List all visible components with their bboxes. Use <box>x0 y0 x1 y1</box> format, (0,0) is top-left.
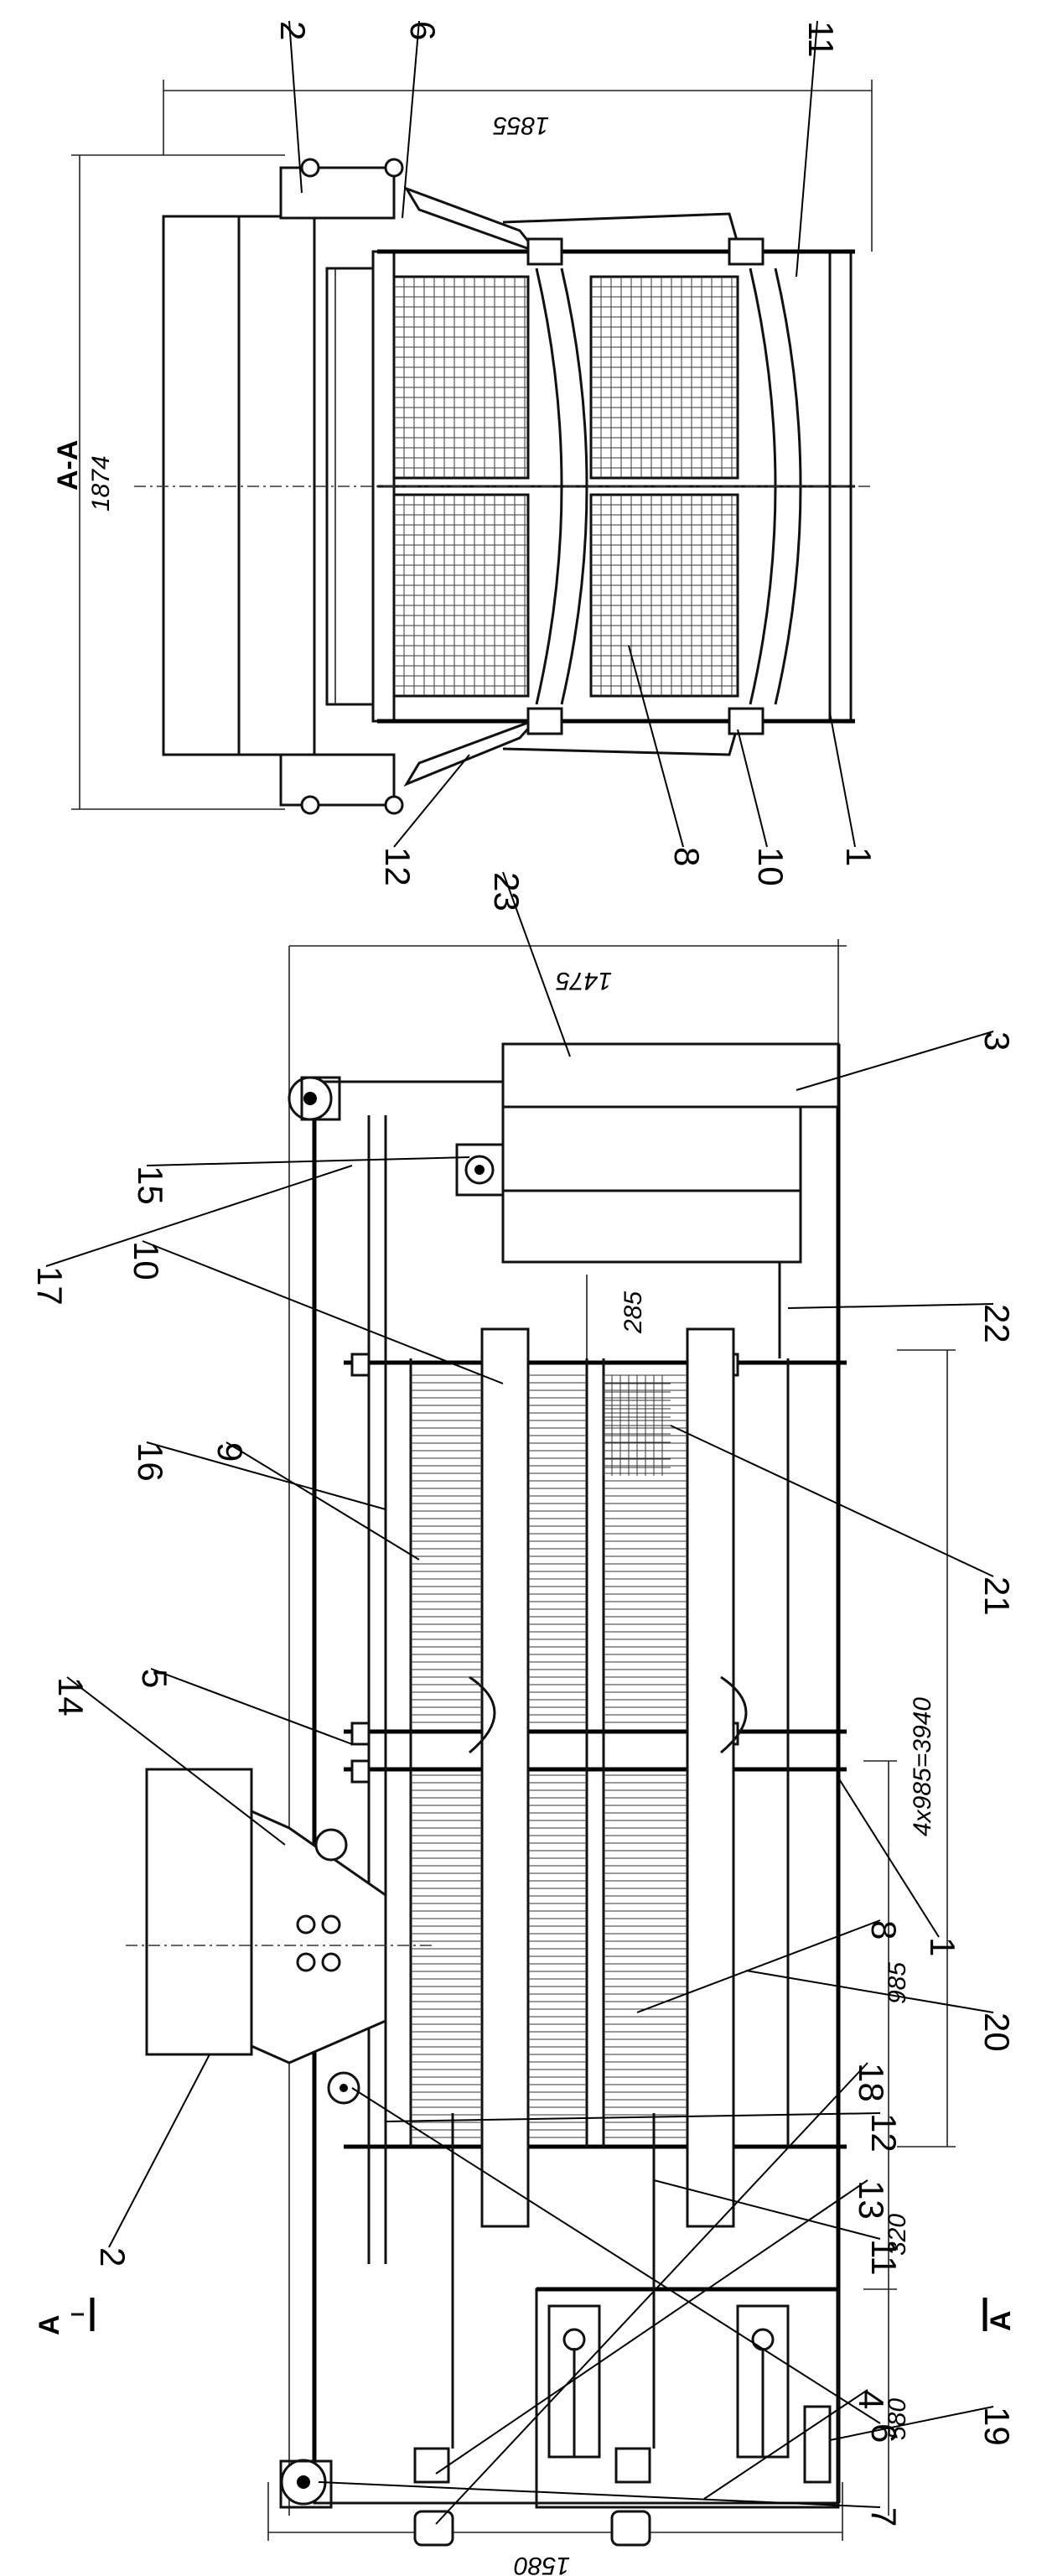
callout-19: 19 <box>977 2407 1017 2446</box>
unit-3 <box>501 1101 802 1264</box>
callout-23: 23 <box>487 872 526 911</box>
dim-side-length: 1855 <box>493 112 549 139</box>
callout-15: 15 <box>131 1166 170 1205</box>
dim-320: 320 <box>884 2214 911 2256</box>
callout-4: 4 <box>852 2390 891 2409</box>
callout-12: 12 <box>864 2113 904 2153</box>
callout-1: 1 <box>923 1937 962 1956</box>
callout-11: 11 <box>864 2239 904 2276</box>
callout-10: 10 <box>127 1241 166 1280</box>
callout-12: 12 <box>378 847 417 886</box>
main-view: 1475 1580 4x985=3940 985 320 580 475 285 <box>34 939 1017 2576</box>
dim-main-height: 1475 <box>556 967 612 995</box>
section-marker-bottom: A <box>985 2310 1017 2331</box>
callout-21: 21 <box>977 1576 1017 1616</box>
callout-22: 22 <box>977 1304 1017 1343</box>
callout-10: 10 <box>751 847 790 886</box>
callout-16: 16 <box>131 1442 170 1482</box>
section-view-a-a: A-A 1874 1855 <box>52 80 873 815</box>
dim-main-width: 1580 <box>514 2552 570 2576</box>
callout-18: 18 <box>852 2063 891 2102</box>
callout-2: 2 <box>273 21 313 40</box>
callout-labels: 1234568910111213141516171819202122237261… <box>30 20 1017 2527</box>
section-title: A-A <box>52 440 84 491</box>
dim-580: 580 <box>884 2398 911 2440</box>
section-marker-top: A <box>34 2314 65 2335</box>
crossbeam-upper <box>480 1327 530 2228</box>
callout-20: 20 <box>977 2012 1017 2052</box>
callout-7: 7 <box>864 2507 904 2527</box>
callout-11: 11 <box>801 21 841 58</box>
callout-8: 8 <box>864 1920 904 1940</box>
crossbeam-lower <box>686 1327 735 2228</box>
dim-side-depth: 1874 <box>87 455 115 512</box>
callout-3: 3 <box>977 1031 1017 1051</box>
dim-modules: 4x985=3940 <box>909 1697 936 1836</box>
callout-2: 2 <box>93 2247 132 2267</box>
callout-17: 17 <box>30 1266 70 1306</box>
callout-14: 14 <box>51 1677 91 1716</box>
hopper-main <box>145 1768 253 2056</box>
callout-6: 6 <box>864 2423 904 2443</box>
callout-9: 9 <box>210 1442 250 1462</box>
callout-6: 6 <box>403 21 443 40</box>
dim-285: 285 <box>619 1291 647 1334</box>
callout-5: 5 <box>135 1669 174 1688</box>
callout-1: 1 <box>839 847 879 866</box>
unit-23 <box>501 1042 840 1109</box>
callout-8: 8 <box>667 847 707 866</box>
